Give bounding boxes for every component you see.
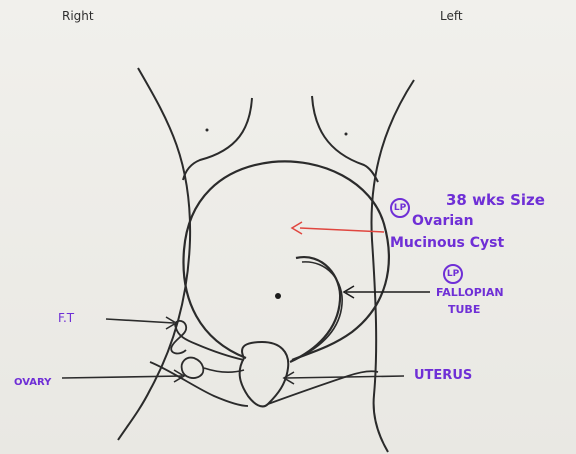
pelvic-line-right [150, 362, 248, 406]
cyst-label-line2: Mucinous Cyst [390, 236, 504, 250]
lp-badge-cyst: LP [390, 198, 410, 218]
cyst-label-line1: Ovarian [412, 214, 474, 228]
dot-left [345, 133, 348, 136]
right-tube [176, 328, 244, 360]
fallopian-label-line1: FALLOPIAN [436, 287, 504, 298]
ovary-shape [182, 358, 204, 378]
upper-contour-right [183, 98, 252, 180]
ovary-arrow-shaft [62, 376, 182, 378]
uterus-shape [240, 342, 289, 406]
fallopian-tube-inner [294, 262, 342, 360]
lp-badge-tube: LP [443, 264, 463, 284]
body-contour-right [118, 68, 190, 440]
ft-label: F.T [58, 312, 74, 324]
orientation-right-label: Right [62, 10, 94, 22]
fallopian-tube-curve [290, 257, 340, 362]
fallopian-label-line2: TUBE [448, 304, 480, 315]
uterus-label: UTERUS [414, 369, 472, 382]
orientation-left-label: Left [440, 10, 463, 22]
uterus-arrow-shaft [286, 376, 404, 378]
ovary-label: OVARY [14, 378, 51, 388]
cyst-outline [184, 161, 389, 360]
dot-right [206, 129, 209, 132]
cyst-size-label: 38 wks Size [446, 193, 545, 208]
cyst-center-mark [275, 293, 281, 299]
ovary-ligament [204, 368, 244, 372]
upper-contour-left [312, 96, 378, 182]
body-contour-left [371, 80, 414, 452]
ft-arrow-shaft [106, 319, 174, 323]
